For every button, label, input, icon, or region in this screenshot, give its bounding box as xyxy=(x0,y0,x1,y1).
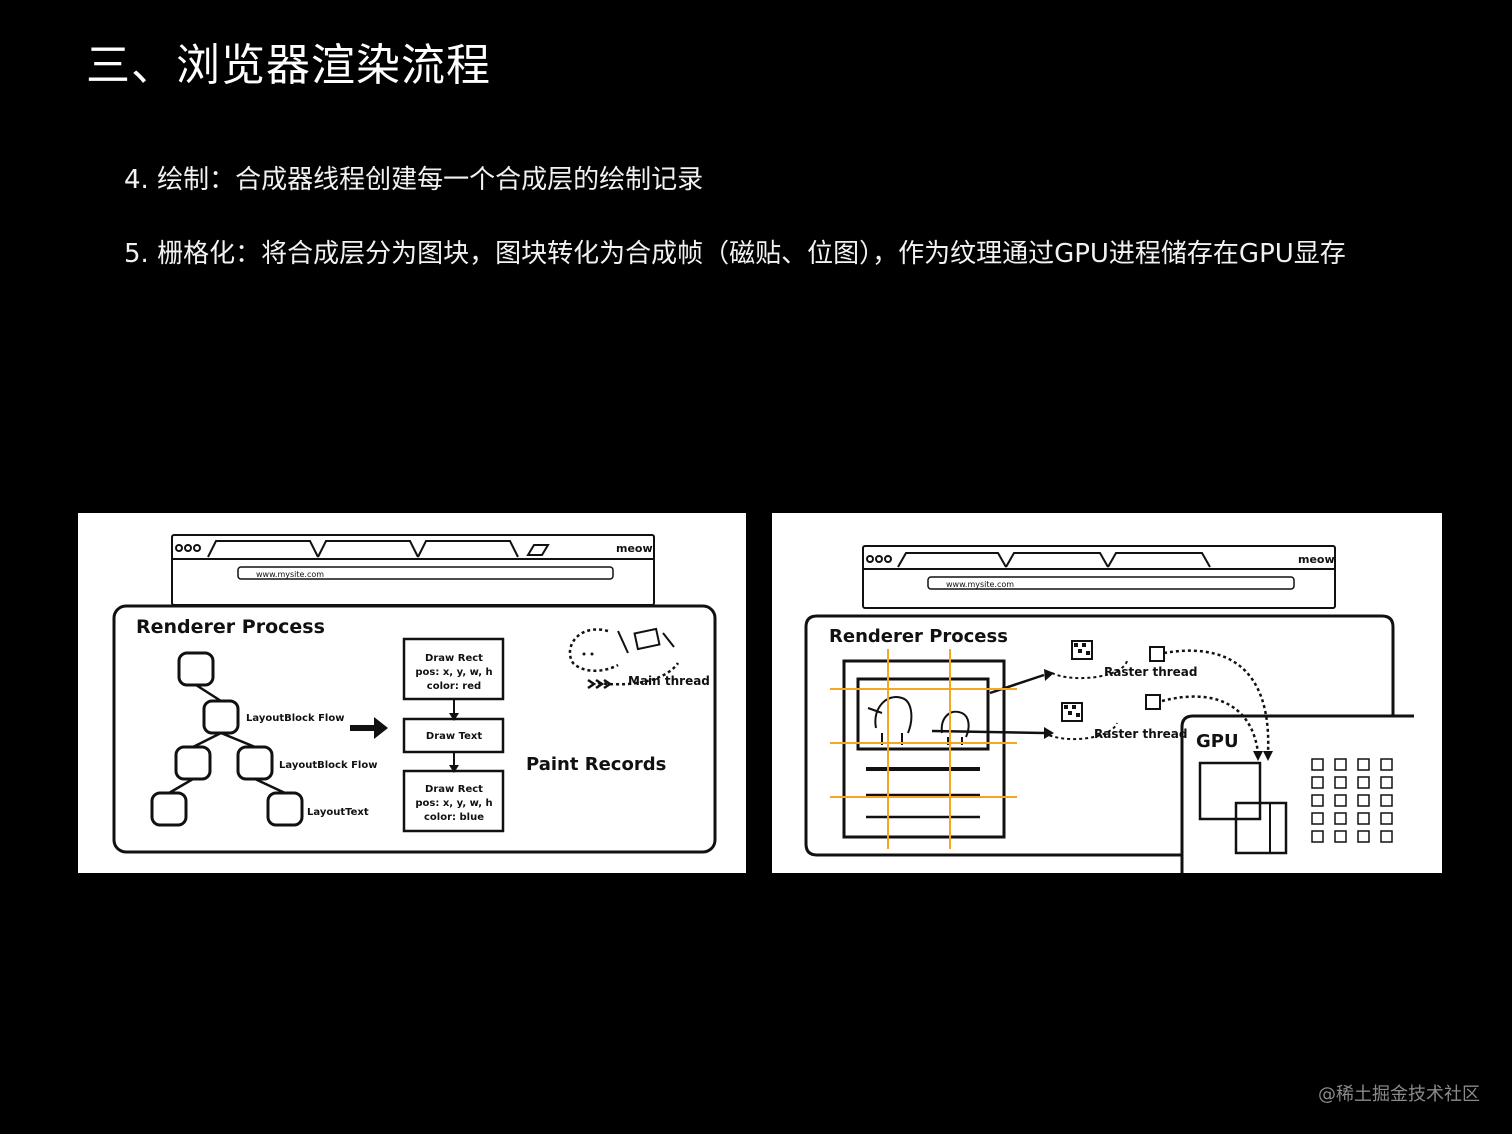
tree-node1-label: LayoutBlock Flow xyxy=(246,713,344,724)
right-menu-text: meow xyxy=(1298,553,1335,566)
tree-node3-label: LayoutText xyxy=(307,807,369,818)
record3-line2: pos: x, y, w, h xyxy=(415,798,492,809)
paint-diagram: www.mysite.com meow Renderer Process Lay… xyxy=(78,513,746,873)
record2-line1: Draw Text xyxy=(426,731,482,742)
left-url-text: www.mysite.com xyxy=(256,570,324,579)
raster-diagram: www.mysite.com meow Renderer Process Ras… xyxy=(772,513,1442,873)
left-process-title: Renderer Process xyxy=(136,616,325,638)
raster-thread-1-label: Raster thread xyxy=(1104,665,1197,679)
record1-line1: Draw Rect xyxy=(425,653,483,664)
main-thread-label: Main thread xyxy=(628,674,710,688)
left-menu-text: meow xyxy=(616,542,653,555)
record3-line3: color: blue xyxy=(424,812,484,823)
right-url-text: www.mysite.com xyxy=(946,580,1014,589)
paint-records-label: Paint Records xyxy=(526,754,666,775)
raster-thread-2-label: Raster thread xyxy=(1094,727,1187,741)
gpu-label: GPU xyxy=(1196,731,1239,752)
tree-node2-label: LayoutBlock Flow xyxy=(279,760,377,771)
record1-line2: pos: x, y, w, h xyxy=(415,667,492,678)
step-5-text: 5. 栅格化：将合成层分为图块，图块转化为合成帧（磁贴、位图），作为纹理通过GP… xyxy=(124,226,1364,282)
slide-title: 三、浏览器渲染流程 xyxy=(86,40,491,93)
watermark: @稀土掘金技术社区 xyxy=(1318,1080,1480,1106)
right-process-title: Renderer Process xyxy=(829,626,1008,647)
record1-line3: color: red xyxy=(427,681,481,692)
step-4-text: 4. 绘制：合成器线程创建每一个合成层的绘制记录 xyxy=(124,164,703,198)
record3-line1: Draw Rect xyxy=(425,784,483,795)
